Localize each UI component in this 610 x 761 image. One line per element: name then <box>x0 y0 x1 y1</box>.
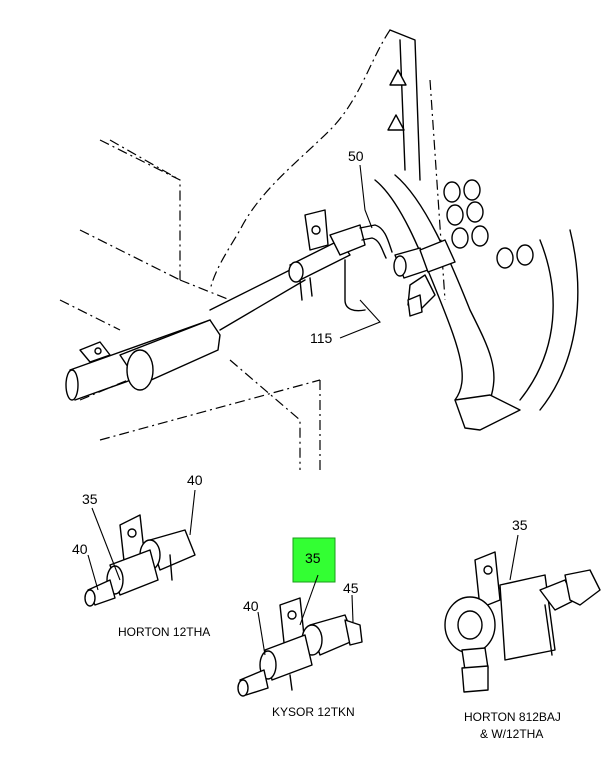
horton-812baj-drawing <box>444 551 601 693</box>
leader-horton812-35 <box>509 534 519 581</box>
caption-horton-812baj-line2: & W/12THA <box>480 727 543 741</box>
callout-horton12-35: 35 <box>82 491 98 507</box>
leader-kysor-45 <box>351 594 354 623</box>
callout-horton812-35: 35 <box>512 517 528 533</box>
leader-50 <box>359 164 373 229</box>
callout-50: 50 <box>348 148 364 164</box>
callout-kysor-40: 40 <box>243 598 259 614</box>
caption-kysor-12tkn: KYSOR 12TKN <box>272 705 355 719</box>
leader-115 <box>339 299 381 339</box>
kysor-12tkn-drawing <box>237 597 363 697</box>
callout-horton12-40-left: 40 <box>72 541 88 557</box>
highlighted-callout-box <box>292 537 336 583</box>
leader-horton12-40-left <box>87 554 99 591</box>
callout-kysor-45: 45 <box>343 580 359 596</box>
leader-kysor-35 <box>299 574 319 626</box>
fan-clutch-assembly <box>288 209 456 317</box>
leader-kysor-40 <box>257 611 266 656</box>
frame-rail <box>374 174 579 431</box>
callout-horton12-40-top: 40 <box>187 472 203 488</box>
shaft-assembly <box>65 264 306 401</box>
leader-horton12-35 <box>91 507 121 581</box>
leader-horton12-40-top <box>189 489 196 536</box>
callout-115: 115 <box>310 330 333 346</box>
caption-horton-812baj-line1: HORTON 812BAJ <box>464 710 561 724</box>
engine-block-outline <box>59 139 321 470</box>
caption-horton-12tha: HORTON 12THA <box>118 625 210 639</box>
callout-kysor-35: 35 <box>305 550 321 566</box>
radiator-holes <box>443 179 534 269</box>
horton-12tha-drawing <box>84 514 196 607</box>
